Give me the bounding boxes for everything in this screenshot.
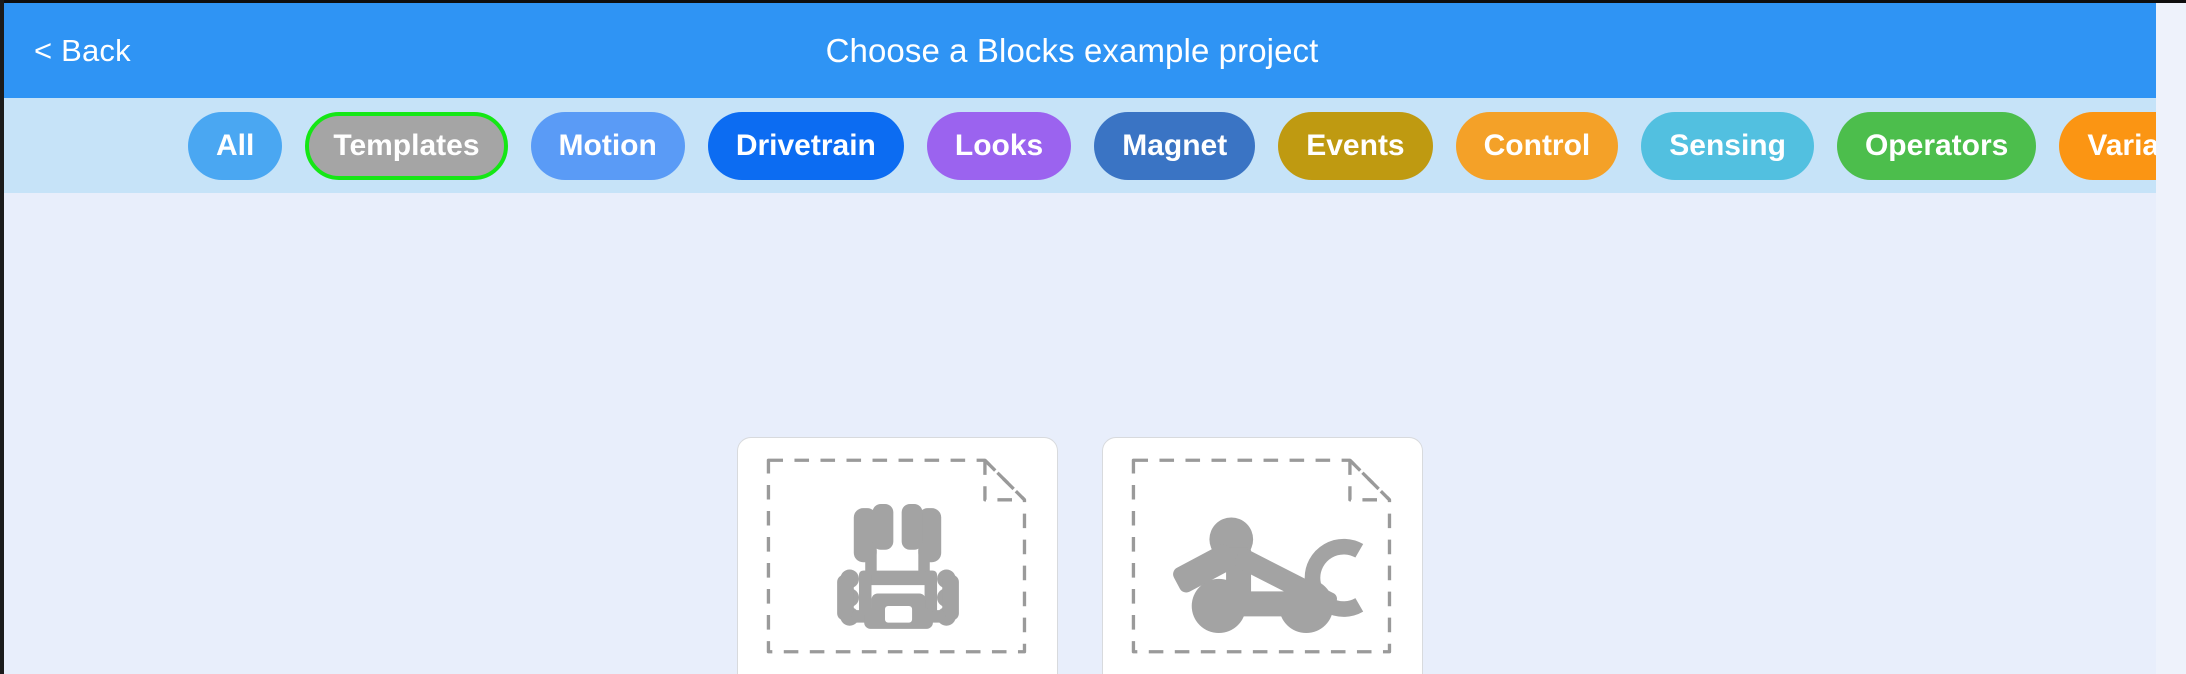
category-filter-bar: All Templates Motion Drivetrain Looks Magnet E…	[4, 98, 2186, 193]
window-right-margin	[2156, 0, 2186, 674]
category-pill-looks[interactable]: Looks	[926, 111, 1072, 180]
page-title: Choose a Blocks example project	[825, 31, 1319, 69]
app-header: < Back Choose a Blocks example project	[4, 3, 2156, 98]
category-pill-operators[interactable]: Operators	[1836, 111, 2037, 180]
category-pill-drivetrain[interactable]: Drivetrain	[707, 111, 904, 180]
window-frame-left	[0, 0, 4, 674]
clawbot-robot-icon	[1116, 454, 1409, 658]
category-pill-control[interactable]: Control	[1455, 111, 1619, 180]
window-frame-top	[0, 0, 2186, 3]
basebot-robot-icon	[751, 454, 1044, 658]
category-pill-all[interactable]: All	[188, 111, 283, 180]
app-stage: < Back Choose a Blocks example project A…	[4, 3, 2186, 674]
project-card[interactable]: BaseBot (Drivetrain 2-motor)	[737, 437, 1058, 674]
category-pill-templates[interactable]: Templates	[305, 111, 508, 180]
category-pill-sensing[interactable]: Sensing	[1641, 111, 1814, 180]
category-pill-events[interactable]: Events	[1278, 111, 1433, 180]
project-grid: BaseBot (Drivetrain 2-motor) Clawbot (Dr…	[4, 193, 2156, 674]
back-button[interactable]: < Back	[34, 32, 131, 68]
category-pill-motion[interactable]: Motion	[530, 111, 685, 180]
category-pill-magnet[interactable]: Magnet	[1094, 111, 1256, 180]
project-card[interactable]: Clawbot (Drivetrain 2-motor)	[1102, 437, 1423, 674]
